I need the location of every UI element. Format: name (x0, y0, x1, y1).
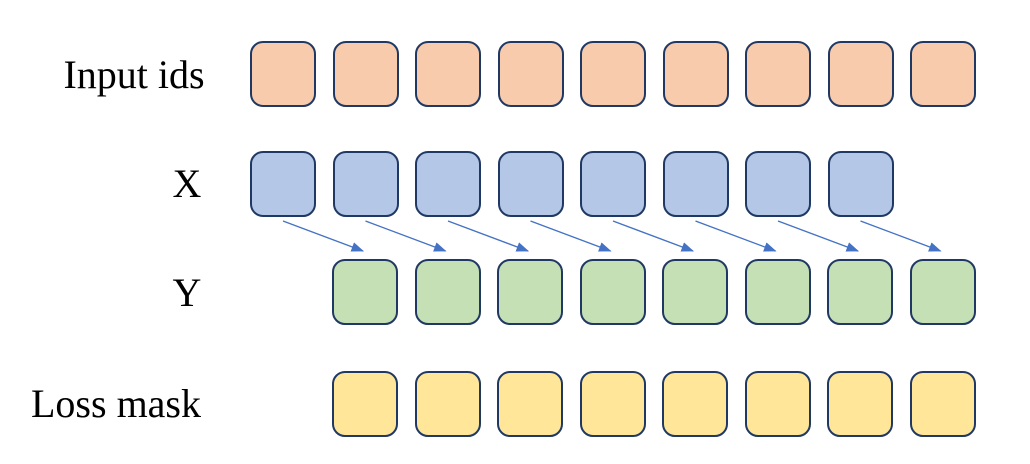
input-ids-block (745, 41, 811, 107)
loss-mask-block (745, 371, 811, 437)
input-ids-block (333, 41, 399, 107)
loss-mask-block (827, 371, 893, 437)
loss-mask-block (662, 371, 728, 437)
loss-mask-block (580, 371, 646, 437)
x-block (498, 151, 564, 217)
x-block (580, 151, 646, 217)
y-block (497, 259, 563, 325)
y-block (662, 259, 728, 325)
row-label-loss-mask: Loss mask (31, 381, 201, 426)
shift-arrow-icon (447, 220, 530, 252)
input-ids-block (498, 41, 564, 107)
y-block (910, 259, 976, 325)
loss-mask-block (910, 371, 976, 437)
row-label-input-ids: Input ids (63, 52, 205, 97)
shift-arrow-icon (282, 220, 365, 252)
shift-arrow-icon (777, 220, 860, 252)
y-block (415, 259, 481, 325)
row-label-x: X (172, 161, 202, 206)
shift-arrow-icon (365, 220, 447, 252)
shift-arrow-icon (530, 220, 612, 252)
y-block (745, 259, 811, 325)
x-block (250, 151, 316, 217)
input-ids-block (415, 41, 481, 107)
loss-mask-block (415, 371, 481, 437)
input-ids-block (910, 41, 976, 107)
input-ids-block (828, 41, 894, 107)
shift-arrow-icon (860, 220, 942, 252)
shift-arrow-icon (695, 220, 777, 252)
x-block (333, 151, 399, 217)
loss-mask-block (332, 371, 398, 437)
shift-arrow-icon (612, 220, 695, 252)
input-ids-block (250, 41, 316, 107)
x-block (663, 151, 729, 217)
x-block (745, 151, 811, 217)
y-block (580, 259, 646, 325)
y-block (332, 259, 398, 325)
x-block (828, 151, 894, 217)
row-label-y: Y (172, 270, 202, 315)
y-block (827, 259, 893, 325)
x-block (415, 151, 481, 217)
input-ids-block (663, 41, 729, 107)
input-ids-block (580, 41, 646, 107)
loss-mask-block (497, 371, 563, 437)
